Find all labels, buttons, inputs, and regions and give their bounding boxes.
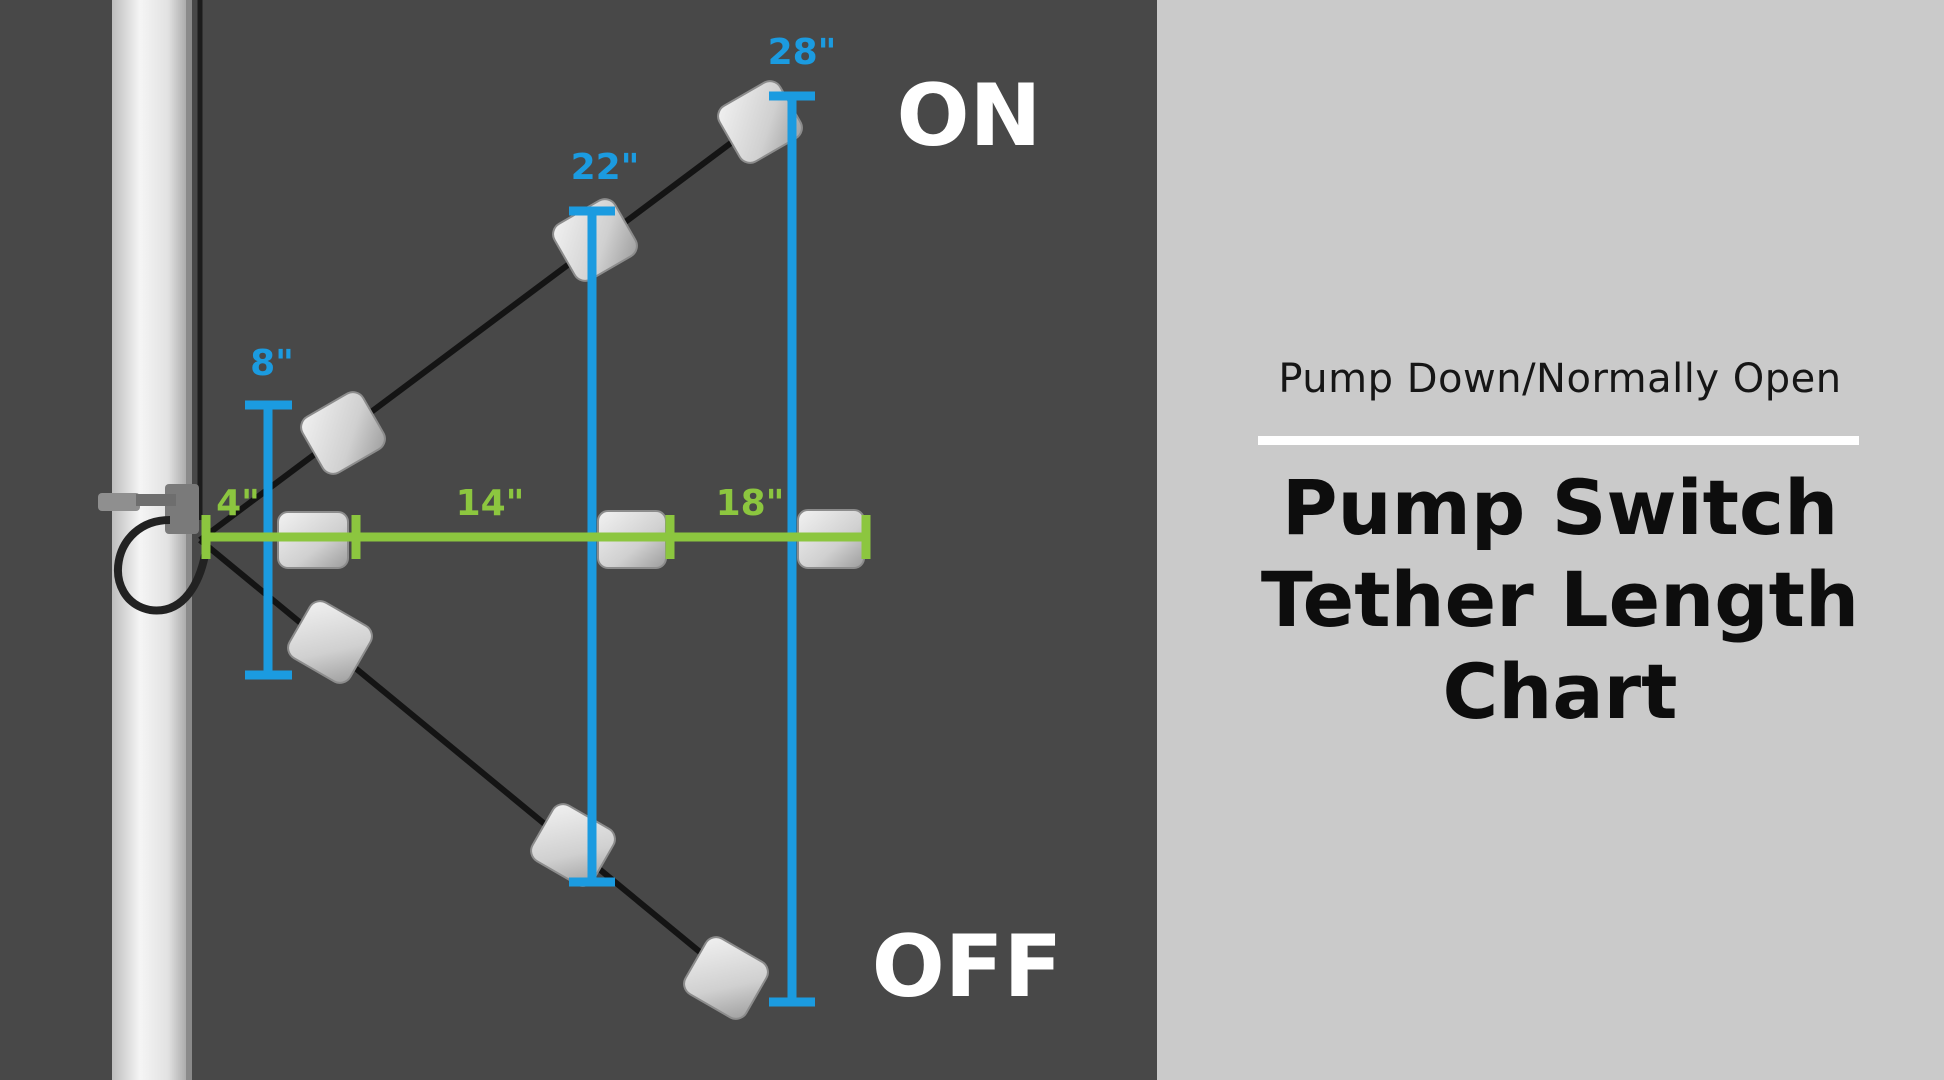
pipe-edge (186, 0, 192, 1080)
measure-28-label: 28" (768, 32, 837, 73)
tether-diagram: 8" 22" 28" 4" 14" 18" ON OFF (0, 0, 1157, 1080)
vertical-measure-bars (245, 91, 815, 1007)
measure-4-label: 4" (216, 483, 260, 524)
off-label: OFF (872, 917, 1063, 1017)
measure-18-label: 18" (716, 483, 785, 524)
measure-22-bar (569, 206, 615, 887)
chart-subtitle: Pump Down/Normally Open (1278, 356, 1842, 402)
chart-title-line-3: Chart (1442, 647, 1678, 736)
measure-14-label: 14" (456, 483, 525, 524)
horizontal-measure-bar (201, 515, 871, 559)
tether-clamp (98, 484, 209, 615)
title-panel (1157, 0, 1944, 1080)
title-divider (1258, 436, 1859, 445)
measure-28-bar (769, 91, 815, 1007)
on-label: ON (896, 66, 1041, 166)
chart-title-line-2: Tether Length (1260, 555, 1860, 644)
chart-title-line-1: Pump Switch (1281, 463, 1839, 552)
measure-8-label: 8" (250, 343, 294, 384)
tether-cords (198, 107, 777, 988)
chart-title: Pump Switch Tether Length Chart (1230, 462, 1890, 738)
measure-22-label: 22" (571, 147, 640, 188)
